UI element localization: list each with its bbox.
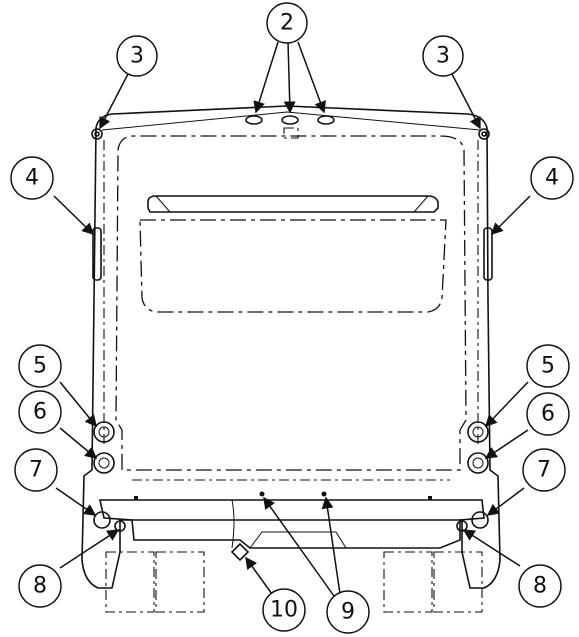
rear-window — [139, 195, 447, 313]
callout-3-right-label: 3 — [436, 44, 450, 69]
body-outline — [81, 105, 501, 589]
callout-4-right-label: 4 — [545, 166, 559, 191]
callout-3-left: 3 — [116, 35, 158, 77]
callout-5-right: 5 — [526, 344, 570, 388]
callout-2-label: 2 — [280, 11, 294, 36]
license-plate-lights — [134, 491, 432, 500]
callout-7-left: 7 — [14, 448, 58, 492]
callout-8-right-label: 8 — [533, 574, 547, 599]
tail-lamps — [93, 421, 489, 474]
callout-5-left: 5 — [18, 344, 62, 388]
roof-marker-lights — [245, 115, 335, 139]
callout-3-left-label: 3 — [130, 44, 144, 69]
callout-8-left: 8 — [18, 564, 62, 608]
callout-4-right: 4 — [530, 156, 574, 200]
callout-10: 10 — [262, 588, 306, 632]
hitch-connector — [230, 542, 250, 562]
callout-7-left-label: 7 — [29, 458, 43, 483]
callout-6-left-label: 6 — [33, 400, 47, 425]
callout-7-right-label: 7 — [537, 458, 551, 483]
callout-10-label: 10 — [270, 598, 298, 623]
callout-5-left-label: 5 — [33, 354, 47, 379]
callout-8-left-label: 8 — [33, 574, 47, 599]
side-reflectors — [92, 227, 493, 281]
callout-6-right: 6 — [526, 392, 570, 436]
clearance-lights — [91, 128, 490, 140]
backup-lamps — [93, 511, 489, 532]
callout-4-left-label: 4 — [25, 166, 39, 191]
callout-9-label: 9 — [341, 600, 355, 625]
callout-3-right: 3 — [422, 35, 464, 77]
leader-lines — [53, 41, 531, 597]
callout-6-left: 6 — [18, 390, 62, 434]
callout-5-right-label: 5 — [541, 354, 555, 379]
callout-6-right-label: 6 — [541, 402, 555, 427]
rear-bumper — [99, 479, 485, 549]
callout-9: 9 — [326, 590, 370, 634]
callout-7-right: 7 — [522, 448, 566, 492]
callout-4-left: 4 — [10, 156, 54, 200]
callout-2: 2 — [266, 2, 308, 44]
mud-flaps — [105, 551, 483, 613]
callout-8-right: 8 — [518, 564, 562, 608]
